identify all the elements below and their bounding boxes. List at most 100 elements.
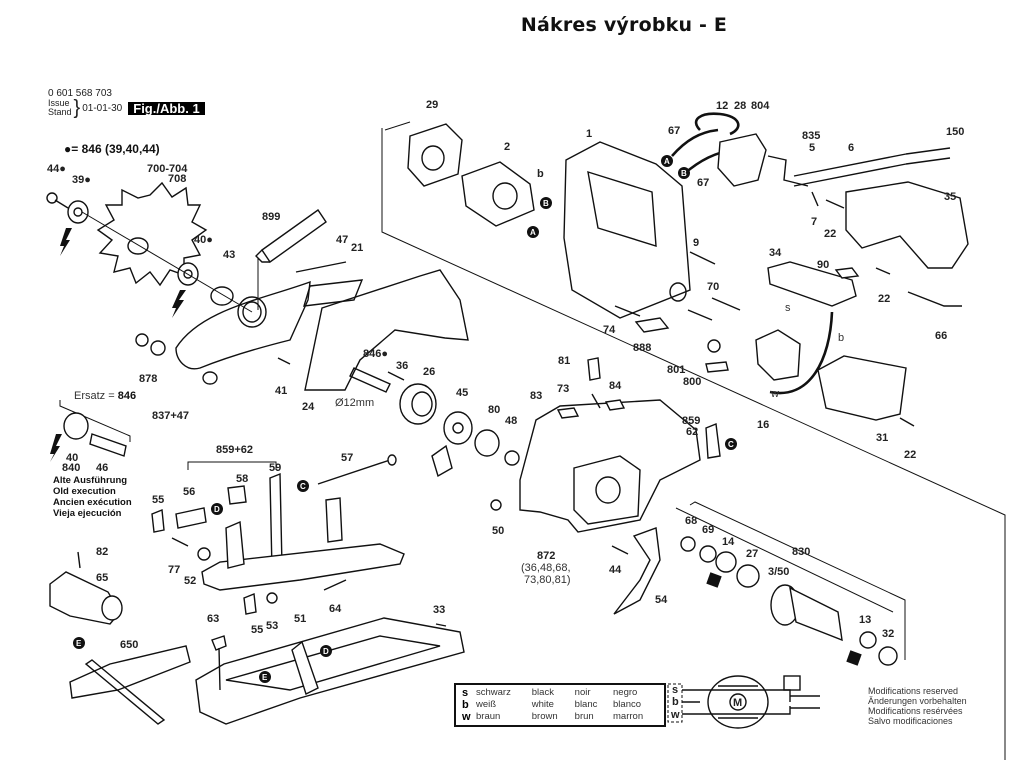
part-label: 56 [183,486,195,498]
part-label: 6 [848,142,854,154]
old-execution-note: Alte Ausführung Old execution Ancien exé… [53,475,132,519]
fan-baffle-29 [407,123,463,187]
grease-tube-899 [255,209,327,310]
part-label: 83 [530,390,542,402]
connector-b-label: B [543,199,549,208]
plate-83 [556,407,580,419]
wire-es: blanco [613,699,642,710]
part-label: 35 [944,191,956,203]
spring-73 [591,393,601,409]
part-label: 33 [433,604,445,616]
screw-44 [46,192,69,209]
part-label: 32 [882,628,894,640]
connector-e-label: E [76,639,82,648]
modifications-de: Änderungen vorbehalten [868,696,967,706]
part-label: 14 [722,536,735,548]
part-label: 34 [769,247,782,259]
part-label: (36,48,68, [521,562,571,574]
brush-70b [711,297,741,311]
part-label: 29 [426,99,438,111]
plate-21 [303,279,364,307]
screw-41 [277,357,291,365]
part-labels: 44● 39● 700-704 708 40● 43 899 47 21 878… [47,99,964,651]
part-number: 0 601 568 703 [48,88,112,99]
motor-label: M [733,697,742,709]
wire-key: s [462,687,469,699]
flange-40-old [63,412,89,440]
gear-housing-bore [595,476,621,504]
part-label: 28 [734,100,746,112]
wire-fr: brun [574,711,594,722]
clamp-7 [811,191,819,207]
connector-d-label: D [323,647,329,656]
part-label: 837+47 [152,410,189,422]
part-label: 21 [351,242,363,254]
arrow-icon [172,290,186,318]
part-label: 68 [685,515,697,527]
assembly-line [81,211,253,313]
part-label: 46 [96,462,108,474]
part-label: 44 [609,564,622,576]
chip-deflector-tube [101,595,123,621]
bearing-14 [715,551,737,573]
screw-74 [614,305,641,317]
screw-36 [387,371,405,381]
spring-piece [431,444,453,478]
part-label: 888 [633,342,651,354]
brush-holder-16 [755,329,801,381]
part-label: 67 [697,177,709,189]
cable-loop [694,112,740,136]
saw-blade [96,181,208,287]
brush-800 [705,361,729,373]
part-label: 700-704 [147,163,188,175]
part-label: 859+62 [216,444,253,456]
cable-guide [767,155,809,187]
knob-55 [151,509,165,533]
wire-en: brown [531,711,558,722]
part-label: 59 [269,462,281,474]
part-label: 22 [824,228,836,240]
bolt-57-head [387,454,397,466]
part-label: 872 [537,550,555,562]
part-label: b [537,168,544,180]
part-label: 63 [207,613,219,625]
connector-a-badge: A [661,155,673,167]
bushing-50 [490,499,502,511]
assembly-frame-line [689,501,906,660]
part-label: 65 [96,572,108,584]
part-label: 7 [811,216,817,228]
connector-c-badge: C [297,480,309,492]
brush-9 [689,251,716,265]
connector-b-label: B [681,169,687,178]
ring-43 [210,286,234,306]
washer-878 [135,333,149,347]
part-label: 55 [152,494,164,506]
guide-upright [225,520,245,569]
wire-es: negro [613,687,638,698]
parallel-guide-base [201,543,405,591]
part-label: 24 [302,401,315,413]
arrow-icon [50,434,62,462]
part-label: 80 [488,404,500,416]
bushing-52 [197,547,211,561]
part-label: 5 [809,142,815,154]
ring-68 [680,536,696,552]
lever-54 [613,527,661,615]
ring-32 [878,646,898,666]
washer-878b [150,340,166,356]
guide-upright-2 [325,497,343,543]
part-label: 27 [746,548,758,560]
wire-fr: noir [574,687,591,698]
wire-en: black [531,687,554,698]
part-label: 41 [275,385,287,397]
part-label: 150 [946,126,964,138]
schematic-key-s: s [672,684,678,696]
part-label: 22 [904,449,916,461]
connector-e-badge: E [259,671,271,683]
connector-a-label: A [530,228,536,237]
part-label: 13 [859,614,871,626]
part-label: 84 [609,380,622,392]
